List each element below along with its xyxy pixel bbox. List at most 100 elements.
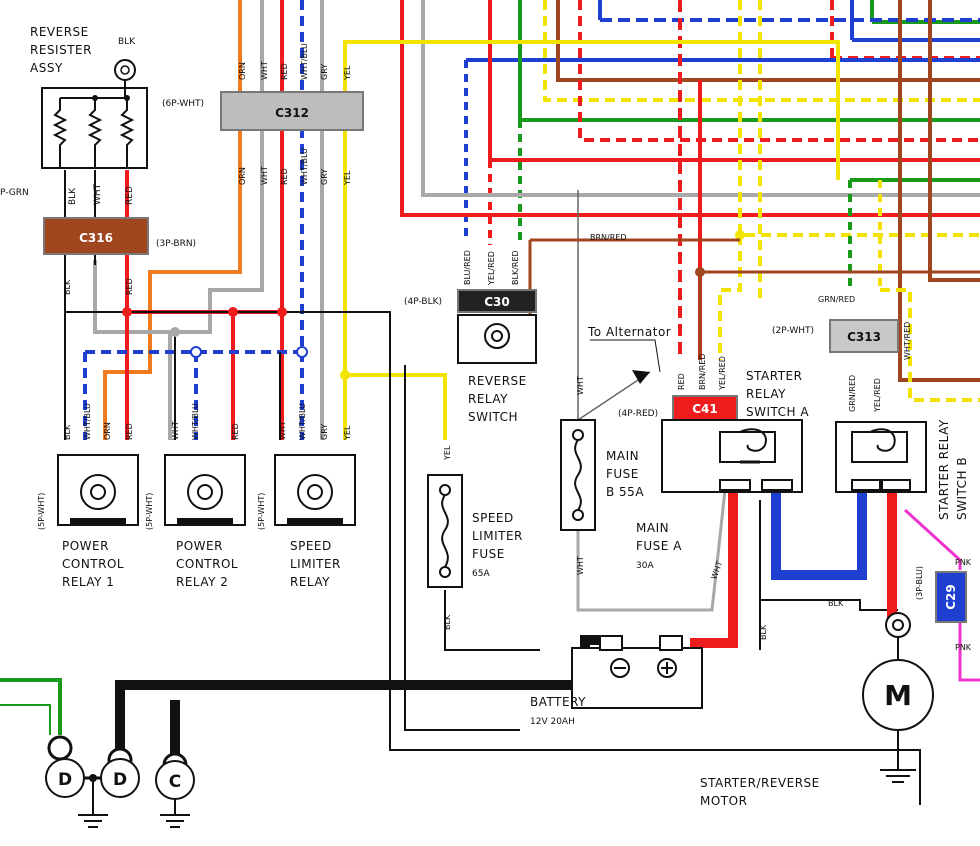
svg-text:BRN/RED: BRN/RED xyxy=(698,354,707,391)
svg-text:STARTER/REVERSE: STARTER/REVERSE xyxy=(700,776,820,790)
svg-text:SPEED: SPEED xyxy=(472,511,514,525)
svg-text:30A: 30A xyxy=(636,561,654,571)
svg-text:STARTER RELAY: STARTER RELAY xyxy=(937,419,951,520)
svg-text:WHT/BLU: WHT/BLU xyxy=(300,43,309,80)
svg-text:WHT/BLU: WHT/BLU xyxy=(83,403,92,440)
starter-cables xyxy=(690,490,897,648)
battery: BATTERY 12V 20AH xyxy=(530,635,703,727)
c313-type: (2P-WHT) xyxy=(772,326,814,336)
svg-text:YEL/RED: YEL/RED xyxy=(873,378,882,413)
svg-text:ORN: ORN xyxy=(238,62,247,80)
svg-text:FUSE A: FUSE A xyxy=(636,539,682,553)
to-alternator: To Alternator xyxy=(587,325,671,384)
svg-text:GRN/RED: GRN/RED xyxy=(818,295,855,304)
svg-text:RELAY: RELAY xyxy=(746,387,786,401)
svg-text:SWITCH B: SWITCH B xyxy=(955,457,969,520)
c313-label: C313 xyxy=(847,330,881,344)
slr-type: (5P-WHT) xyxy=(257,493,266,530)
svg-text:WHT/BLU: WHT/BLU xyxy=(300,148,309,185)
pcr2-l1: POWER xyxy=(176,539,223,553)
svg-text:GRY: GRY xyxy=(320,424,329,440)
pcr1-l1: POWER xyxy=(62,539,109,553)
main-fuse-b: MAIN FUSE B 55A WHT WHT xyxy=(560,376,644,575)
svg-text:WHT: WHT xyxy=(278,421,287,440)
c30-type: (4P-BLK) xyxy=(404,297,442,307)
green-wire xyxy=(0,678,62,735)
svg-text:YEL: YEL xyxy=(343,170,352,186)
svg-text:FUSE: FUSE xyxy=(606,467,639,481)
svg-text:BLK: BLK xyxy=(759,624,768,640)
c30-label: C30 xyxy=(484,295,510,309)
orange-wire xyxy=(103,0,242,440)
reverse-resister-label-2: RESISTER xyxy=(30,43,92,57)
c29-label: C29 xyxy=(944,584,958,610)
ground-d1-label: D xyxy=(58,770,72,790)
svg-text:MAIN: MAIN xyxy=(606,449,639,463)
starter-motor: M STARTER/REVERSE MOTOR xyxy=(700,612,934,808)
svg-text:WHT: WHT xyxy=(576,376,585,395)
pcr1-type: (5P-WHT) xyxy=(37,493,46,530)
svg-text:BATTERY: BATTERY xyxy=(530,695,586,709)
svg-text:WHT: WHT xyxy=(260,166,269,185)
connector-c30: C30 (4P-BLK) xyxy=(404,289,537,313)
p-grn-label: P-GRN xyxy=(0,188,29,198)
svg-text:PNK: PNK xyxy=(955,558,972,567)
svg-text:YEL/RED: YEL/RED xyxy=(487,251,496,286)
svg-text:YEL: YEL xyxy=(443,445,452,461)
svg-text:RED: RED xyxy=(280,63,289,80)
rrs-l2: RELAY xyxy=(468,392,508,406)
svg-text:SWITCH A: SWITCH A xyxy=(746,405,809,419)
relay-wire-labels: BLK WHT/BLU ORN RED WHT WHT/BLU RED WHT … xyxy=(63,43,352,441)
reverse-resister-label-1: REVERSE xyxy=(30,25,89,39)
reverse-relay-switch: REVERSE RELAY SWITCH BLU/RED YEL/RED BLK… xyxy=(457,233,627,424)
gray-fuse-wire xyxy=(576,489,727,612)
svg-text:YEL/RED: YEL/RED xyxy=(718,356,727,391)
svg-text:RED: RED xyxy=(125,423,134,440)
connector-c316: C316 (3P-BRN) xyxy=(43,217,196,255)
starter-relay-switch-b: STARTER RELAY SWITCH B GRN/RED YEL/RED G… xyxy=(818,295,972,652)
pcr2-l3: RELAY 2 xyxy=(176,575,228,589)
svg-text:B 55A: B 55A xyxy=(606,485,644,499)
connector-c313: C313 (2P-WHT) xyxy=(772,319,899,353)
wire-label-blk: BLK xyxy=(68,187,78,205)
svg-text:STARTER: STARTER xyxy=(746,369,802,383)
svg-text:WHT/BLU: WHT/BLU xyxy=(191,403,200,440)
svg-text:BLK: BLK xyxy=(63,279,72,295)
pcr2-l2: CONTROL xyxy=(176,557,238,571)
svg-text:WHT: WHT xyxy=(576,556,585,575)
svg-text:YEL: YEL xyxy=(343,65,352,81)
svg-text:RED: RED xyxy=(677,373,686,390)
reverse-resister-assy: REVERSE RESISTER ASSY BLK P-GRN BLK WHT … xyxy=(0,25,148,205)
svg-text:12V 20AH: 12V 20AH xyxy=(530,717,575,727)
pink-wire xyxy=(903,508,980,682)
green-wire-2 xyxy=(0,704,51,735)
c316-type: (3P-BRN) xyxy=(156,239,196,249)
svg-text:65A: 65A xyxy=(472,569,490,579)
ground-c-label: C xyxy=(169,772,181,792)
svg-text:GRY: GRY xyxy=(320,64,329,80)
blk-label: BLK xyxy=(118,37,136,47)
svg-text:GRY: GRY xyxy=(320,169,329,185)
c312-type: (6P-WHT) xyxy=(162,99,204,109)
svg-text:BLK/RED: BLK/RED xyxy=(511,250,520,285)
wire-label-red: RED xyxy=(125,186,135,205)
white-wire xyxy=(577,190,651,421)
svg-text:RED: RED xyxy=(280,168,289,185)
power-control-relay-2: POWER CONTROL RELAY 2 (5P-WHT) xyxy=(145,454,246,589)
blue-wire xyxy=(83,0,304,440)
svg-text:WHT/RED: WHT/RED xyxy=(903,322,912,360)
svg-text:RED: RED xyxy=(125,278,134,295)
svg-text:BRN/RED: BRN/RED xyxy=(590,233,627,242)
slr-l1: SPEED xyxy=(290,539,332,553)
c312-label: C312 xyxy=(275,106,309,120)
junction-dots xyxy=(122,230,745,380)
svg-text:ORN: ORN xyxy=(103,422,112,440)
c41-type: (4P-RED) xyxy=(618,409,658,419)
rrs-l1: REVERSE xyxy=(468,374,527,388)
svg-text:BLK: BLK xyxy=(63,424,72,440)
connector-c41: C41 (4P-RED) xyxy=(618,395,738,421)
ground-d2-label: D xyxy=(113,770,127,790)
c316-label: C316 xyxy=(79,231,113,245)
speed-limiter-fuse: SPEED LIMITER FUSE 65A YEL BLK xyxy=(427,445,522,630)
pcr1-l2: CONTROL xyxy=(62,557,124,571)
